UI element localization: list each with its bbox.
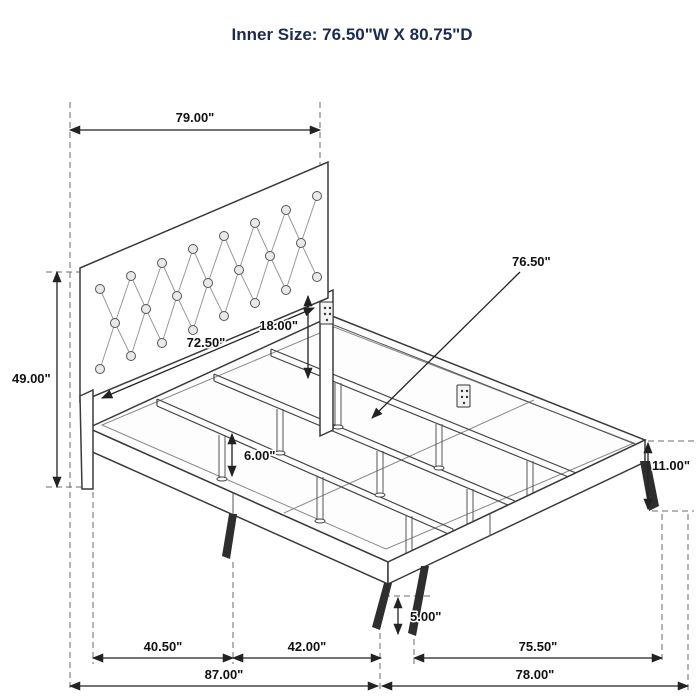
inner-size-title: Inner Size: 76.50"W X 80.75"D: [232, 25, 473, 44]
dim-label-side-segment: 75.50": [519, 639, 558, 654]
dim-label-overall-width: 87.00": [205, 667, 244, 682]
metal-leg-side-mid: [222, 514, 237, 559]
dim-label-overall-depth: 78.00": [516, 667, 555, 682]
far-rail-inner-edge: [333, 324, 641, 447]
metal-leg-foot-mid: [408, 566, 429, 636]
dim-label-foot-leg-height: 5.00": [410, 609, 441, 624]
mounting-bracket-rail: [456, 384, 471, 408]
rail-face-seams: [232, 493, 491, 536]
dim-label-front-segment-a: 40.50": [144, 639, 183, 654]
dim-label-inner-depth: 76.50": [512, 254, 551, 269]
metal-leg-foot-near: [372, 583, 392, 630]
bed-frame-drawing: [86, 315, 659, 636]
dim-label-side-rail-height: 11.00": [652, 458, 690, 473]
dim-line-headboard-inner-width: [100, 307, 316, 399]
dim-label-center-leg-height: 6.00": [244, 448, 275, 463]
dim-label-headboard-clearance: 18.00": [259, 318, 298, 333]
dim-label-headboard-height: 49.00": [12, 371, 51, 386]
dim-label-headboard-width: 79.00": [176, 110, 215, 125]
mounting-bracket-post: [319, 301, 334, 325]
dim-label-headboard-inner-width: 72.50": [187, 335, 226, 350]
dimension-annotations: 79.00" 49.00" 72.50" 18.00" 6.00" 76.50"…: [11, 109, 691, 691]
dim-leader-inner-depth: [371, 271, 521, 419]
dim-label-front-segment-b: 42.00": [288, 639, 327, 654]
slat-support-legs: [218, 383, 534, 558]
headboard-left-leg: [79, 388, 94, 490]
